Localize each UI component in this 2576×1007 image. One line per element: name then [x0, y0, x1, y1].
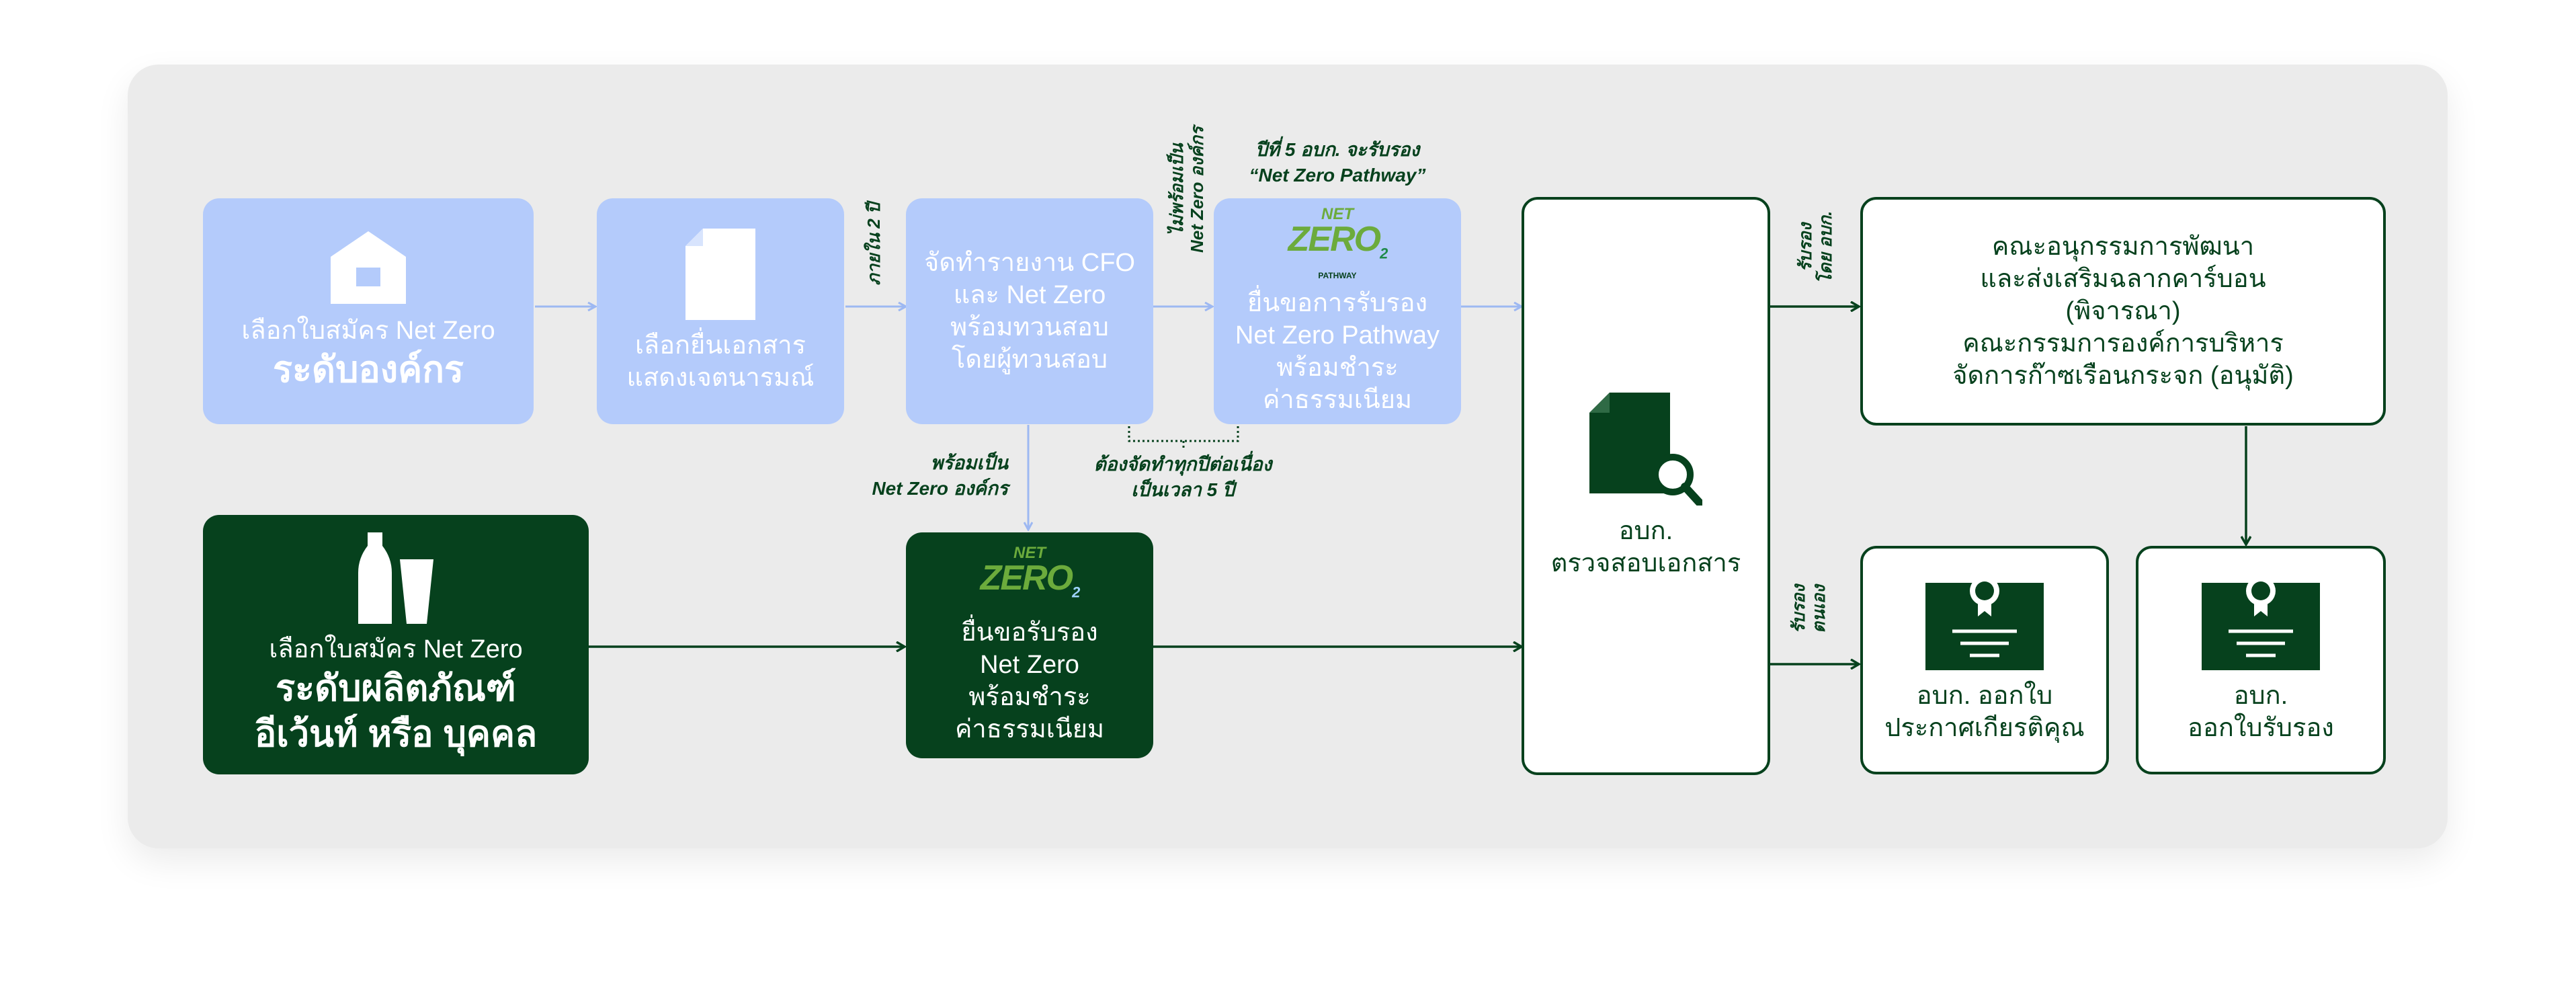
declaration-line1: เลือกยื่นเอกสาร: [634, 331, 806, 360]
note-year5-line: ปีที่ 5 อบก. จะรับรอง: [1255, 139, 1420, 160]
note-every-year-line: เป็นเวลา 5 ปี: [1131, 479, 1235, 500]
note-not-ready-line: ไม่พร้อมเป็น: [1167, 143, 1187, 236]
netzero-line: ยื่นขอรับรอง: [961, 618, 1098, 647]
honor-line: อบก. ออกใบ: [1916, 682, 2053, 710]
note-ready-line: พร้อมเป็น: [930, 452, 1008, 473]
netzero-line: ค่าธรรมเนียม: [954, 715, 1105, 743]
note-certified-by-line: โดย อบก.: [1815, 210, 1835, 284]
committee-line: คณะกรรมการองค์การบริหาร: [1962, 329, 2284, 358]
logo-co2-text: 2: [1072, 583, 1080, 601]
note-certified-by: รับรอง โดย อบก.: [1795, 200, 1838, 294]
org-apply-line2: ระดับองค์กร: [273, 350, 464, 390]
certificate-icon: [2202, 576, 2320, 670]
note-certified-by-line: รับรอง: [1795, 223, 1815, 272]
cfo-report-box: จัดทำรายงาน CFO และ Net Zero พร้อมทวนสอบ…: [906, 198, 1153, 424]
cfo-line: จัดทำรายงาน CFO: [924, 249, 1135, 277]
certificate-line: อบก.: [2233, 682, 2288, 710]
honor-line: ประกาศเกียรติคุณ: [1884, 714, 2085, 742]
pathway-line: ค่าธรรมเนียม: [1262, 385, 1413, 414]
note-ready: พร้อมเป็น Net Zero องค์กร: [806, 450, 1008, 501]
note-within-2-years: ภายใน 2 ปี: [864, 202, 884, 286]
bottle-glass-icon: [358, 532, 433, 624]
logo-net-text: NET: [1013, 544, 1046, 563]
net-zero-pathway-logo: NET ZERO2 PATHWAY: [1288, 205, 1388, 280]
committee-line: คณะอนุกรรมการพัฒนา: [1991, 233, 2255, 261]
org-apply-box: เลือกใบสมัคร Net Zero ระดับองค์กร: [203, 198, 534, 424]
netzero-line: Net Zero: [980, 650, 1079, 679]
product-apply-line1: เลือกใบสมัคร Net Zero: [269, 635, 523, 663]
declaration-box: เลือกยื่นเอกสาร แสดงเจตนารมณ์: [597, 198, 844, 424]
cfo-line: โดยผู้ทวนสอบ: [951, 346, 1108, 374]
logo-zero-text: ZERO: [980, 559, 1073, 598]
netzero-line: พร้อมชำระ: [968, 682, 1091, 711]
product-apply-line3: อีเว้นท์ หรือ บุคคล: [254, 714, 538, 754]
note-every-year: ต้องจัดทำทุกปีต่อเนื่อง เป็นเวลา 5 ปี: [1055, 452, 1311, 503]
cfo-line: และ Net Zero: [953, 281, 1106, 309]
committee-line: (พิจารณา): [2065, 297, 2181, 325]
committee-line: จัดการก๊าซเรือนกระจก (อนุมัติ): [1952, 362, 2294, 390]
dotted-bracket: [1128, 426, 1239, 448]
declaration-line2: แสดงเจตนารมณ์: [626, 364, 815, 392]
logo-zero-text: ZERO: [1288, 220, 1381, 259]
org-apply-line1: เลือกใบสมัคร Net Zero: [241, 317, 495, 345]
netzero-submit-box: NET ZERO2 ยื่นขอรับรอง Net Zero พร้อมชำร…: [906, 532, 1153, 758]
committee-box: คณะอนุกรรมการพัฒนา และส่งเสริมฉลากคาร์บอ…: [1860, 197, 2386, 426]
note-every-year-line: ต้องจัดทำทุกปีต่อเนื่อง: [1093, 454, 1272, 475]
document-icon: [685, 229, 755, 320]
certificate-box: อบก. ออกใบรับรอง: [2136, 546, 2386, 774]
net-zero-logo: NET ZERO2: [980, 544, 1081, 609]
honor-cert-box: อบก. ออกใบ ประกาศเกียรติคุณ: [1860, 546, 2109, 774]
note-ready-line: Net Zero องค์กร: [872, 478, 1008, 499]
pathway-line: Net Zero Pathway: [1235, 321, 1440, 350]
review-line: ตรวจสอบเอกสาร: [1550, 549, 1741, 577]
product-apply-box: เลือกใบสมัคร Net Zero ระดับผลิตภัณฑ์ อีเ…: [203, 515, 589, 774]
certificate-line: ออกใบรับรอง: [2188, 714, 2334, 742]
document-search-icon: [1589, 393, 1702, 506]
logo-net-text: NET: [1321, 205, 1354, 224]
certificate-icon: [1925, 576, 2044, 670]
review-box: อบก. ตรวจสอบเอกสาร: [1522, 197, 1770, 775]
note-self-certified: รับรอง ตนเอง: [1788, 569, 1831, 649]
pathway-submit-box: NET ZERO2 PATHWAY ยื่นขอการรับรอง Net Ze…: [1214, 198, 1461, 424]
pathway-line: ยื่นขอการรับรอง: [1247, 288, 1428, 317]
logo-pathway-text: PATHWAY: [1318, 270, 1357, 280]
note-self-certified-line: รับรอง: [1788, 584, 1809, 634]
logo-co2-text: 2: [1380, 245, 1388, 262]
note-year5: ปีที่ 5 อบก. จะรับรอง “Net Zero Pathway”: [1203, 137, 1472, 188]
cfo-line: พร้อมทวนสอบ: [950, 313, 1109, 341]
house-icon: [331, 231, 406, 304]
review-line: อบก.: [1618, 517, 1673, 545]
note-self-certified-line: ตนเอง: [1809, 585, 1829, 633]
product-apply-line2: ระดับผลิตภัณฑ์: [276, 668, 516, 709]
committee-line: และส่งเสริมฉลากคาร์บอน: [1980, 265, 2266, 293]
pathway-line: พร้อมชำระ: [1276, 353, 1399, 382]
note-year5-line: “Net Zero Pathway”: [1249, 165, 1426, 186]
